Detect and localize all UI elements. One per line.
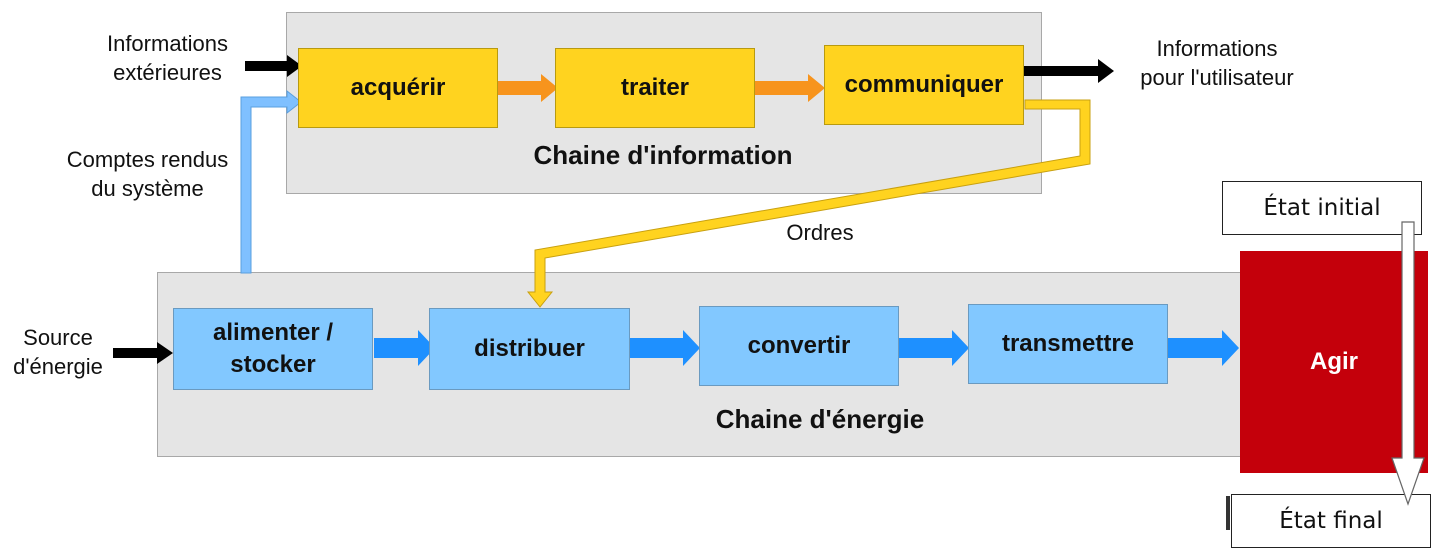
label-comptes-line-2: du système bbox=[91, 175, 204, 201]
label-info-ext-line-2: extérieures bbox=[113, 59, 222, 85]
info-chain-title: Chaine d'information bbox=[533, 140, 793, 170]
block-alimenter-stocker: alimenter / stocker bbox=[173, 308, 373, 390]
block-convertir: convertir bbox=[699, 306, 899, 386]
block-transmettre: transmettre bbox=[968, 304, 1168, 384]
label-source-line-1: Source bbox=[23, 325, 93, 350]
label-comptes-rendus: Comptes rendus du système bbox=[40, 146, 255, 203]
label-source-line-2: d'énergie bbox=[13, 353, 103, 379]
label-source-energie: Source d'énergie bbox=[0, 324, 116, 381]
etat-final-shadow bbox=[1226, 496, 1230, 530]
block-traiter: traiter bbox=[555, 48, 755, 128]
etat-initial-box: État initial bbox=[1222, 181, 1422, 235]
label-info-user-line-2: pour l'utilisateur bbox=[1140, 64, 1294, 90]
label-informations-exterieures: Informations extérieures bbox=[80, 30, 255, 87]
etat-final-box: État final bbox=[1231, 494, 1431, 548]
block-agir: Agir bbox=[1240, 251, 1428, 473]
label-comptes-line-1: Comptes rendus bbox=[66, 147, 229, 172]
alimenter-line-1: alimenter / bbox=[212, 318, 334, 346]
block-acquerir: acquérir bbox=[298, 48, 498, 128]
label-info-user-line-1: Informations bbox=[1156, 36, 1278, 61]
block-communiquer: communiquer bbox=[824, 45, 1024, 125]
energy-chain-title: Chaine d'énergie bbox=[715, 404, 925, 434]
label-ordres: Ordres bbox=[786, 220, 854, 245]
block-distribuer: distribuer bbox=[429, 308, 630, 390]
alimenter-line-2: stocker bbox=[230, 351, 316, 378]
label-info-ext-line-1: Informations bbox=[106, 31, 229, 56]
label-informations-utilisateur: Informations pour l'utilisateur bbox=[1110, 35, 1324, 92]
